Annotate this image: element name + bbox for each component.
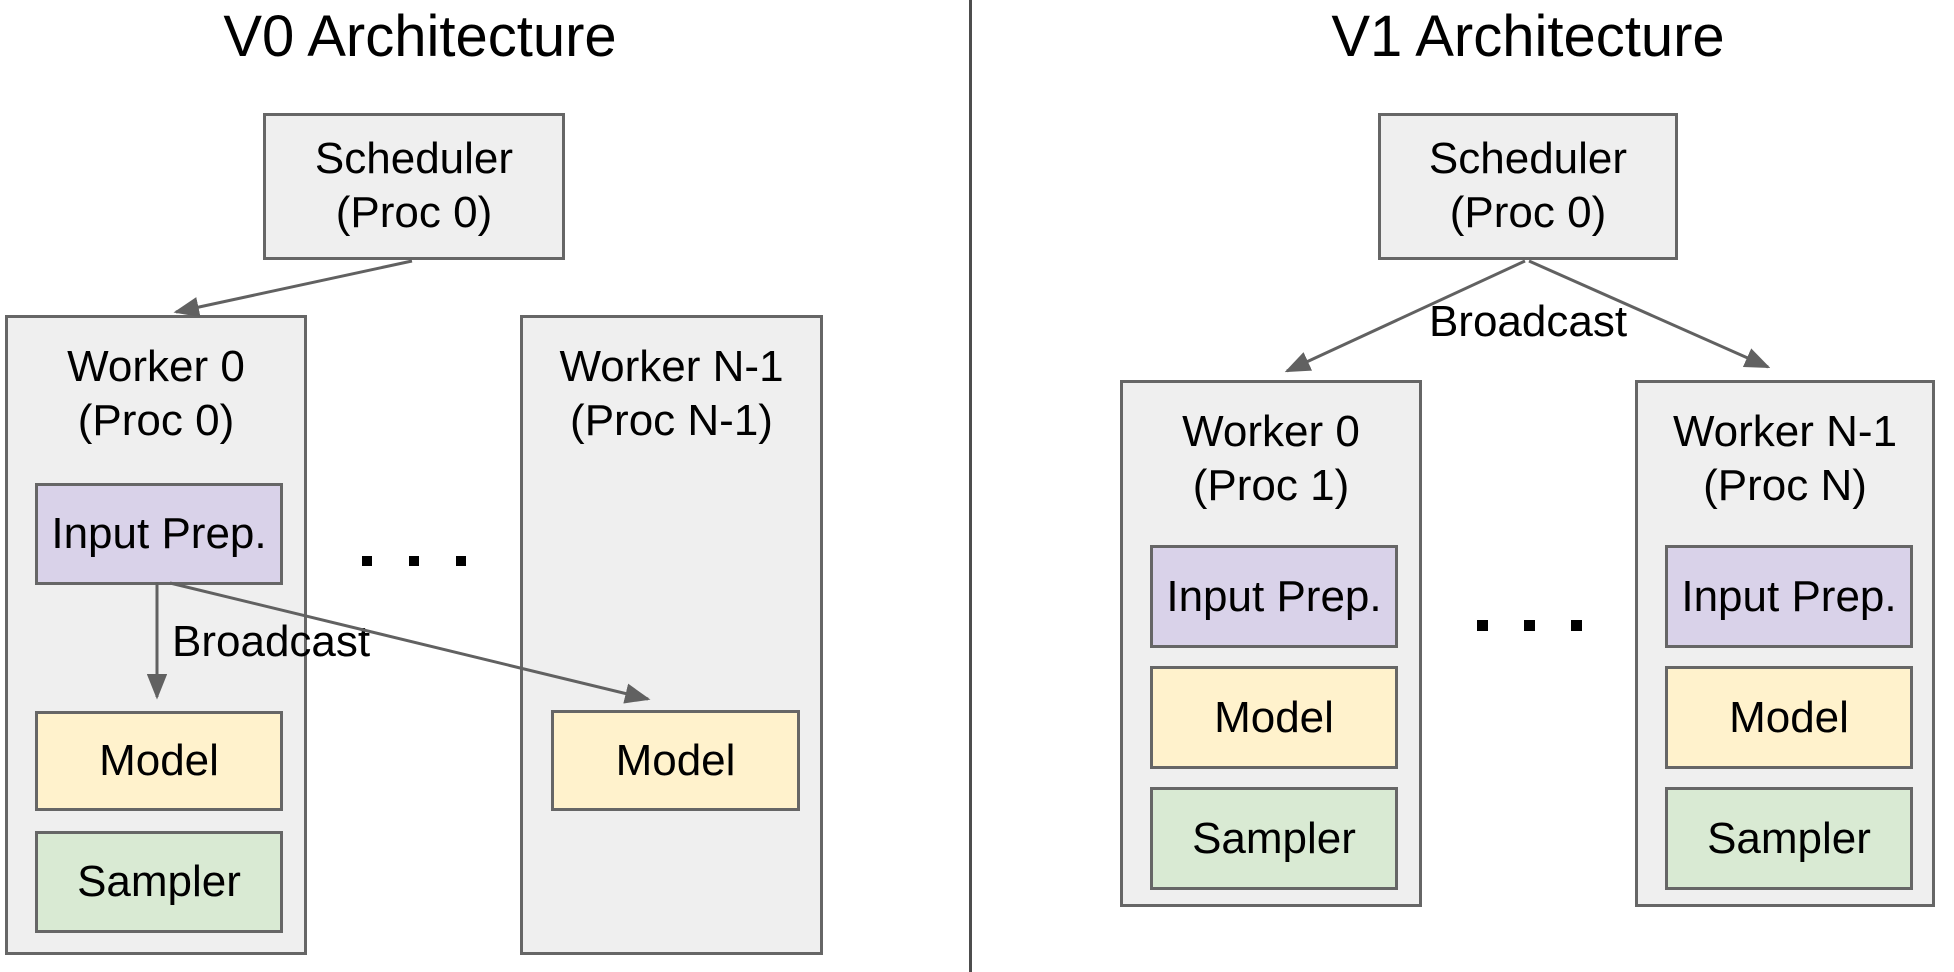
v0-worker0-model-box: Model xyxy=(35,711,283,811)
v0-worker0-input-prep-label: Input Prep. xyxy=(51,509,267,558)
v1-title: V1 Architecture xyxy=(1331,4,1725,69)
panel-divider-line xyxy=(969,0,972,972)
v1-worker0-model-label: Model xyxy=(1214,693,1334,742)
v0-worker-n-label-line1: Worker N-1 xyxy=(559,342,784,391)
v1-worker-n-label-line2: (Proc N) xyxy=(1703,461,1867,510)
v0-scheduler-box: Scheduler (Proc 0) xyxy=(263,113,565,260)
v1-worker0-input-prep-label: Input Prep. xyxy=(1166,572,1382,621)
v0-scheduler-label-line1: Scheduler xyxy=(314,134,514,183)
v1-worker0-model-box: Model xyxy=(1150,666,1398,769)
v0-worker0-model-label: Model xyxy=(99,736,219,785)
v0-worker0-label-line1: Worker 0 xyxy=(67,342,245,391)
v1-worker0-label-line2: (Proc 1) xyxy=(1192,461,1350,510)
v0-arrow-scheduler-to-worker0 xyxy=(173,259,413,318)
v0-ellipsis-dots xyxy=(362,556,466,566)
v0-worker0-sampler-label: Sampler xyxy=(77,857,241,906)
v1-worker0-sampler-label: Sampler xyxy=(1192,814,1356,863)
v0-worker0-sampler-box: Sampler xyxy=(35,831,283,933)
v0-worker-n-model-label: Model xyxy=(615,736,736,785)
v0-worker0-input-prep-box: Input Prep. xyxy=(35,483,283,585)
v0-broadcast-label: Broadcast xyxy=(172,617,371,666)
v0-scheduler-label-line2: (Proc 0) xyxy=(335,188,493,237)
v0-worker-n-model-box: Model xyxy=(551,710,800,811)
v1-worker0-sampler-box: Sampler xyxy=(1150,787,1398,890)
v1-worker-n-label-line1: Worker N-1 xyxy=(1672,407,1898,456)
v1-worker-n-model-box: Model xyxy=(1665,666,1913,769)
v1-ellipsis-dots xyxy=(1477,620,1582,631)
v1-broadcast-label: Broadcast xyxy=(1428,297,1628,346)
v0-title: V0 Architecture xyxy=(223,4,617,69)
v0-worker0-label-line2: (Proc 0) xyxy=(77,396,235,445)
v0-worker-n-label-line2: (Proc N-1) xyxy=(570,396,773,445)
v1-scheduler-box: Scheduler (Proc 0) xyxy=(1378,113,1678,260)
v1-worker-n-input-prep-box: Input Prep. xyxy=(1665,545,1913,648)
v1-worker-n-sampler-box: Sampler xyxy=(1665,787,1913,890)
v1-worker-n-sampler-label: Sampler xyxy=(1707,814,1871,863)
v1-worker0-box: Worker 0 (Proc 1) Input Prep. Model Samp… xyxy=(1120,380,1422,907)
v1-scheduler-label-line1: Scheduler xyxy=(1428,134,1628,183)
v1-worker-n-input-prep-label: Input Prep. xyxy=(1681,572,1897,621)
v1-worker-n-box: Worker N-1 (Proc N) Input Prep. Model Sa… xyxy=(1635,380,1935,907)
v1-worker0-input-prep-box: Input Prep. xyxy=(1150,545,1398,648)
v1-worker-n-model-label: Model xyxy=(1729,693,1849,742)
v1-scheduler-label-line2: (Proc 0) xyxy=(1449,188,1607,237)
v1-worker0-label-line1: Worker 0 xyxy=(1182,407,1360,456)
v0-worker-n-box: Worker N-1 (Proc N-1) Model xyxy=(520,315,823,955)
